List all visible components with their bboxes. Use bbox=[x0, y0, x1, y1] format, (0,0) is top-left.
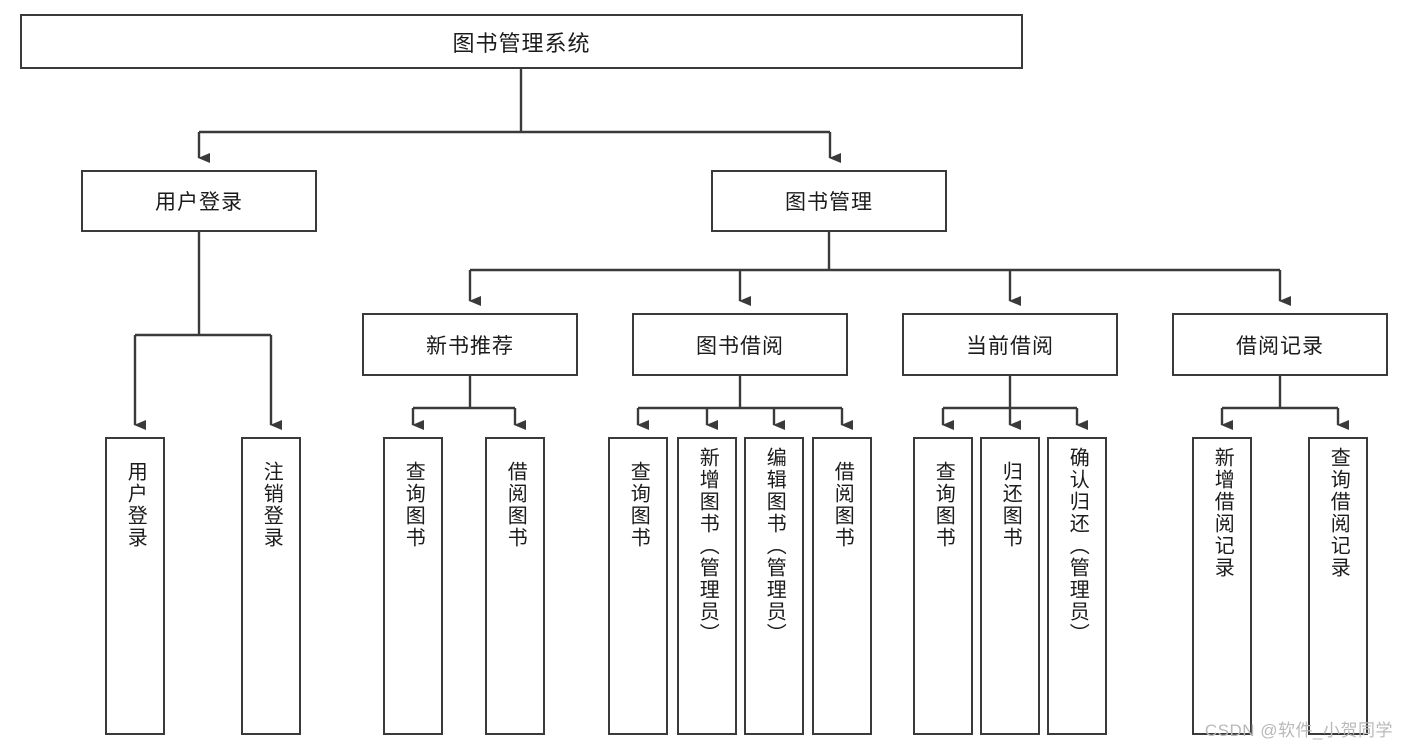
node-current-borrow[interactable]: 当前借阅 bbox=[902, 313, 1118, 376]
node-book-borrow[interactable]: 图书借阅 bbox=[632, 313, 848, 376]
leaf-confirm-return-admin[interactable]: 确认归还（管理员） bbox=[1047, 437, 1107, 735]
leaf-edit-book-admin[interactable]: 编辑图书（管理员） bbox=[744, 437, 804, 735]
node-user-login[interactable]: 用户登录 bbox=[81, 170, 317, 232]
leaf-return-book[interactable]: 归还图书 bbox=[980, 437, 1040, 735]
node-root-system[interactable]: 图书管理系统 bbox=[20, 14, 1023, 69]
leaf-add-book-admin[interactable]: 新增图书（管理员） bbox=[677, 437, 737, 735]
watermark: CSDN @软件_小贺同学 bbox=[1204, 721, 1393, 740]
leaf-query-book-borrow[interactable]: 查询图书 bbox=[608, 437, 668, 735]
leaf-user-login[interactable]: 用户登录 bbox=[105, 437, 165, 735]
node-borrow-record[interactable]: 借阅记录 bbox=[1172, 313, 1388, 376]
leaf-add-borrow-record[interactable]: 新增借阅记录 bbox=[1192, 437, 1252, 735]
leaf-borrow-book-recommend[interactable]: 借阅图书 bbox=[485, 437, 545, 735]
node-new-book-recommend[interactable]: 新书推荐 bbox=[362, 313, 578, 376]
leaf-borrow-book[interactable]: 借阅图书 bbox=[812, 437, 872, 735]
leaf-logout[interactable]: 注销登录 bbox=[241, 437, 301, 735]
leaf-query-book-current[interactable]: 查询图书 bbox=[913, 437, 973, 735]
leaf-query-borrow-record[interactable]: 查询借阅记录 bbox=[1308, 437, 1368, 735]
leaf-query-book-recommend[interactable]: 查询图书 bbox=[383, 437, 443, 735]
node-book-management[interactable]: 图书管理 bbox=[711, 170, 947, 232]
